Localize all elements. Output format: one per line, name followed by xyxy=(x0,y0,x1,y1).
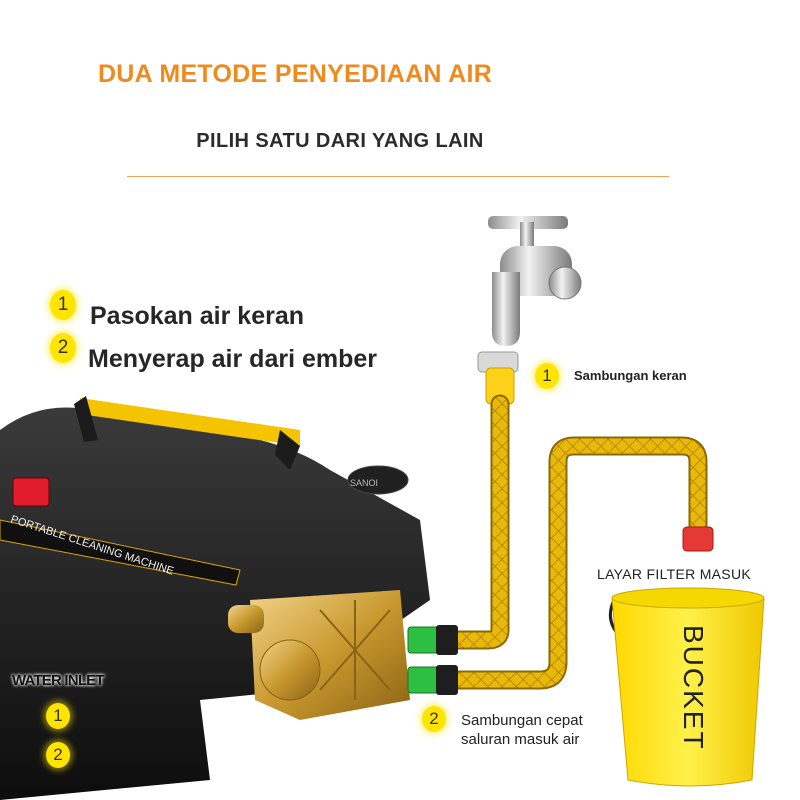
filter-screen-label: LAYAR FILTER MASUK xyxy=(597,566,751,582)
quick-connector-badge: 2 xyxy=(422,706,446,732)
water-inlet-badge-1: 1 xyxy=(46,703,70,729)
quick-connector-label: Sambungan cepat saluran masuk air xyxy=(461,711,583,749)
machine-brand-text: SANOI xyxy=(350,478,378,488)
page-title: DUA METODE PENYEDIAAN AIR xyxy=(97,60,493,88)
tap-connector-badge: 1 xyxy=(535,363,559,389)
pressure-washer-icon: PORTABLE CLEANING MACHINE SANOI xyxy=(0,396,430,800)
water-inlet-badge-2: 2 xyxy=(46,742,70,768)
option-2-badge: 2 xyxy=(50,333,76,363)
filter-screen-icon xyxy=(682,526,714,552)
tap-connector-icon xyxy=(477,351,519,405)
quick-connector-line-2: saluran masuk air xyxy=(461,731,580,748)
option-1-badge: 1 xyxy=(50,290,76,320)
option-2-label: Menyerap air dari ember xyxy=(88,345,378,373)
option-1-label: Pasokan air keran xyxy=(90,302,305,330)
quick-connector-icon xyxy=(407,625,458,695)
water-inlet-label: WATER INLET xyxy=(12,672,105,689)
page-subtitle: PILIH SATU DARI YANG LAIN xyxy=(196,130,484,152)
hose-icon xyxy=(445,394,708,690)
bucket-text: BUCKET xyxy=(678,625,709,751)
tap-connector-label: Sambungan keran xyxy=(574,368,687,383)
bucket-icon: BUCKET xyxy=(608,587,765,787)
faucet-icon xyxy=(488,216,582,346)
quick-connector-line-1: Sambungan cepat xyxy=(461,712,583,729)
header-divider xyxy=(127,176,669,177)
